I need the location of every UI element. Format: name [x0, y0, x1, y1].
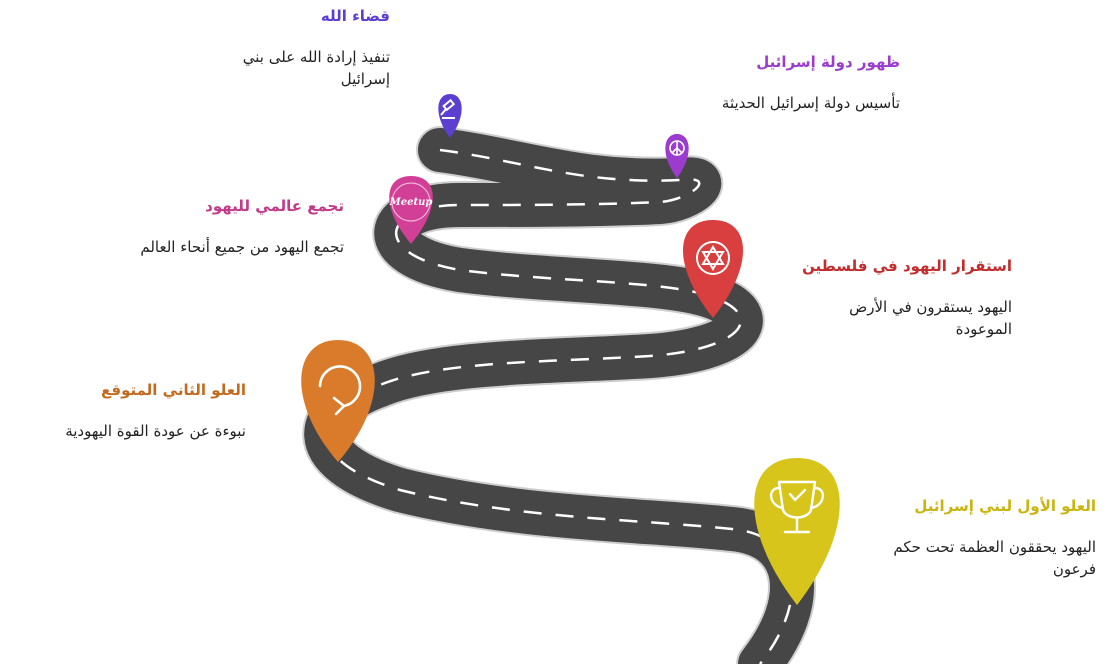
- milestone-desc: تأسيس دولة إسرائيل الحديثة: [721, 94, 900, 112]
- milestone-label-3: تجمع عالمي لليهود تجمع اليهود من جميع أن…: [114, 196, 344, 258]
- milestone-desc: اليهود يحققون العظمة تحت حكم فرعون: [893, 538, 1096, 578]
- gavel-icon: [440, 98, 456, 119]
- meetup-icon: Meetup: [389, 197, 433, 208]
- milestone-pin-meetup: Meetup: [389, 176, 433, 244]
- milestone-title: استقرار اليهود في فلسطين: [802, 257, 1012, 275]
- milestone-desc: نبوءة عن عودة القوة اليهودية: [65, 422, 246, 440]
- milestone-label-2: ظهور دولة إسرائيل تأسيس دولة إسرائيل الح…: [660, 52, 900, 114]
- milestone-desc: تنفيذ إرادة الله على بني إسرائيل: [242, 48, 390, 88]
- milestone-label-1: قضاء الله تنفيذ إرادة الله على بني إسرائ…: [190, 6, 390, 90]
- milestone-label-6: العلو الأول لبني إسرائيل اليهود يحققون ا…: [886, 496, 1096, 580]
- milestone-desc: تجمع اليهود من جميع أنحاء العالم: [140, 238, 344, 256]
- milestone-title: قضاء الله: [320, 7, 390, 25]
- milestone-title: تجمع عالمي لليهود: [205, 197, 344, 215]
- milestone-label-4: استقرار اليهود في فلسطين اليهود يستقرون …: [792, 256, 1012, 340]
- milestone-pin-rotate: [301, 340, 375, 462]
- milestone-label-5: العلو الثاني المتوقع نبوءة عن عودة القوة…: [6, 380, 246, 442]
- milestone-pin-trophy: [754, 458, 840, 605]
- milestone-title: ظهور دولة إسرائيل: [756, 53, 900, 71]
- rotate-arrow-icon: [318, 365, 362, 416]
- milestone-pin-peace: [665, 134, 689, 178]
- milestone-pin-gavel: [438, 94, 462, 138]
- star-of-david-icon: [696, 241, 730, 275]
- milestone-title: العلو الثاني المتوقع: [101, 381, 246, 399]
- milestone-desc: اليهود يستقرون في الأرض الموعودة: [849, 298, 1012, 338]
- peace-flag-icon: [669, 140, 685, 156]
- milestone-title: العلو الأول لبني إسرائيل: [914, 497, 1096, 515]
- trophy-icon: [770, 480, 824, 534]
- milestone-pin-star: [682, 220, 744, 318]
